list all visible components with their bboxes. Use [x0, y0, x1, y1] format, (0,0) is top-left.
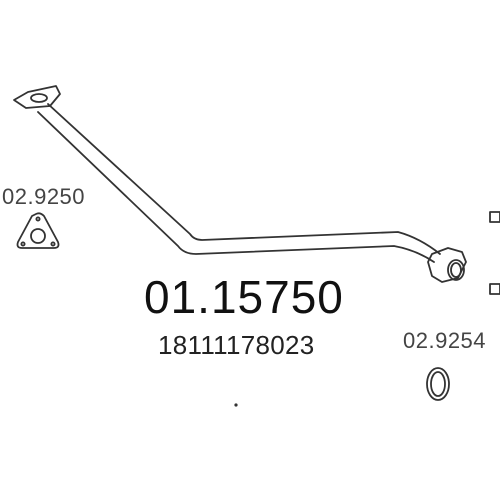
clamp-bracket-top: [489, 211, 500, 223]
flange-gasket: [16, 212, 60, 249]
front-pipe: [37, 103, 441, 263]
clamp-bracket-bottom: [489, 283, 500, 295]
inlet-flange: [13, 85, 61, 109]
flange-gasket-ref-label: 02.9250: [2, 184, 86, 209]
ring-gasket: [426, 367, 450, 401]
stray-dot: [234, 403, 238, 407]
outlet-flange: [427, 247, 467, 283]
part-number-label: 01.15750: [144, 271, 344, 323]
oem-number-label: 18111178023: [158, 330, 315, 360]
ring-gasket-ref-label: 02.9254: [403, 328, 487, 353]
